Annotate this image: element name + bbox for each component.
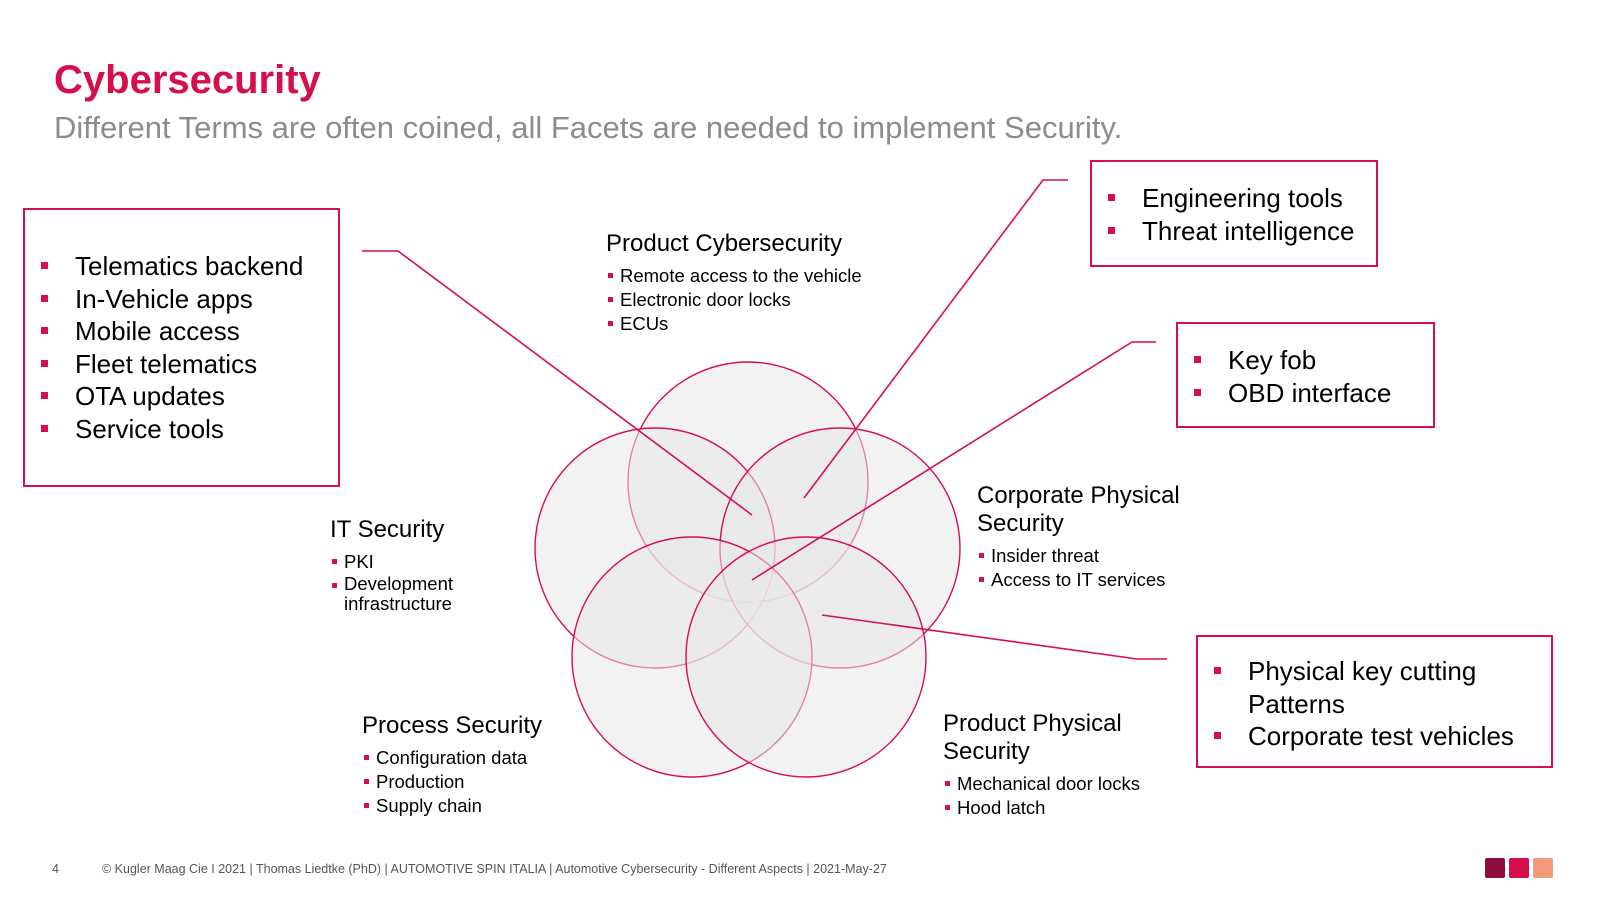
facet-item: ECUs [606,312,862,336]
callout-list: Engineering tools Threat intelligence [1092,182,1376,247]
facet-heading: Corporate Physical Security [977,482,1180,537]
facet-item: Production [362,770,542,794]
facet-item: Development infrastructure [330,574,490,614]
brand-logo [1485,858,1553,878]
facet-heading: Product Physical Security [943,710,1122,765]
callout-item: Threat intelligence [1092,215,1376,248]
facet-heading: IT Security [330,516,445,543]
facet-product-physical-security: Product Physical Security Mechanical doo… [943,710,1163,820]
callout-top-right: Engineering tools Threat intelligence [1090,160,1378,267]
circle-product-physical-security [685,536,927,778]
callout-item: Engineering tools [1092,182,1376,215]
callout-bottom-right: Physical key cutting Patterns Corporate … [1196,635,1553,768]
connector-top-right-callout [803,179,1068,499]
facet-list: PKI Development infrastructure [330,550,490,614]
callout-list: Key fob OBD interface [1178,344,1433,409]
facet-list: Remote access to the vehicle Electronic … [606,264,862,336]
facet-item: PKI [330,550,490,574]
slide-subtitle: Different Terms are often coined, all Fa… [54,110,1123,145]
callout-item: OBD interface [1178,377,1433,410]
callout-item: Mobile access [25,315,338,348]
facet-list: Mechanical door locks Hood latch [943,772,1163,820]
facet-item: Configuration data [362,746,542,770]
callout-item: Key fob [1178,344,1433,377]
connector-left-callout [362,250,753,516]
footer: 4 © Kugler Maag Cie I 2021 | Thomas Liedt… [52,862,887,876]
logo-square-light [1533,858,1553,878]
callout-item: Telematics backend [25,250,338,283]
slide-title: Cybersecurity [54,58,321,102]
facet-item: Hood latch [943,796,1163,820]
footer-text: © Kugler Maag Cie I 2021 | Thomas Liedtk… [102,862,887,876]
facet-item: Access to IT services [977,568,1217,592]
callout-item: Corporate test vehicles [1198,720,1541,753]
logo-square-dark [1485,858,1505,878]
logo-square-accent [1509,858,1529,878]
facet-item: Supply chain [362,794,542,818]
callout-item: OTA updates [25,380,338,413]
facet-corporate-physical-security: Corporate Physical Security Insider thre… [977,482,1217,592]
callout-item: In-Vehicle apps [25,283,338,316]
callout-left: Telematics backend In-Vehicle apps Mobil… [23,208,340,487]
callout-list: Physical key cutting Patterns Corporate … [1198,655,1541,753]
facet-product-cybersecurity: Product Cybersecurity Remote access to t… [606,230,862,336]
facet-list: Insider threat Access to IT services [977,544,1217,592]
facet-item: Electronic door locks [606,288,862,312]
callout-item: Service tools [25,413,338,446]
callout-list: Telematics backend In-Vehicle apps Mobil… [25,250,338,445]
connector-mid-right-callout [751,341,1156,581]
callout-item: Physical key cutting Patterns [1198,655,1541,720]
facet-item: Insider threat [977,544,1217,568]
connector-bottom-right-callout [821,614,1167,660]
facet-item: Mechanical door locks [943,772,1163,796]
facet-list: Configuration data Production Supply cha… [362,746,542,818]
callout-item: Fleet telematics [25,348,338,381]
facet-heading: Product Cybersecurity [606,230,843,257]
facet-it-security: IT Security PKI Development infrastructu… [330,516,490,614]
facet-process-security: Process Security Configuration data Prod… [362,712,542,818]
facet-heading: Process Security [362,712,543,739]
callout-mid-right: Key fob OBD interface [1176,322,1435,428]
facet-item: Remote access to the vehicle [606,264,862,288]
page-number: 4 [52,862,59,876]
